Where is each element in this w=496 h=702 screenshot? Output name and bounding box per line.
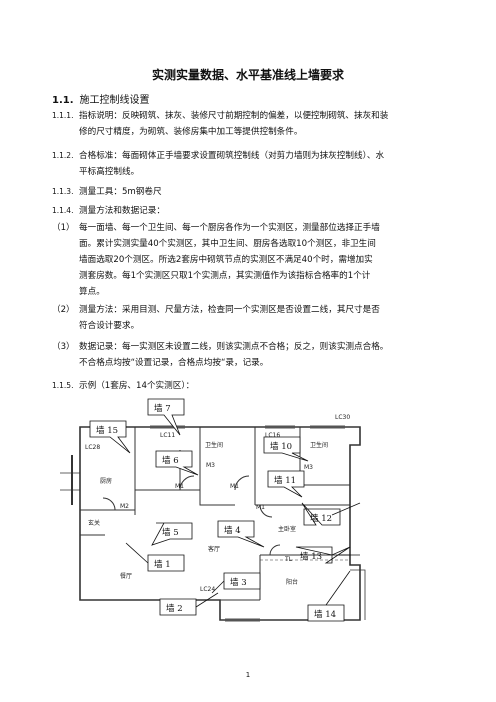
paragraph-2: （2） 测量方法：采用目测、尺量方法，检查同一个实测区是否设置二线，其尺寸是否 … [52,302,457,334]
callout-wall-6: 墙 6 [162,455,179,466]
callout-wall-11: 墙 11 [274,475,296,486]
callout-wall-2-box [159,598,197,616]
paragraph-line: 不合格点均按“设置记录，合格点均按“录，记录。 [79,358,269,368]
item-text: 合格标准：每面砌体正手墙要求设置砌筑控制线（对剪力墙则为抹灰控制线）、水 [79,151,385,161]
room-entrance: 玄关 [88,519,100,527]
paragraph-line: 数据记录：每一实测区未设置二线，则该实测点不合格；反之，则该实测点合格。 [79,342,389,352]
callout-wall-6-box [155,450,199,476]
room-kitchen: 厨房 [100,477,112,485]
callout-wall-4: 墙 4 [224,525,241,536]
room-master-bedroom: 主卧室 [278,525,296,533]
item-number: 1.1.3. [52,187,74,196]
callout-wall-3: 墙 3 [230,577,247,588]
door-m3-b: M3 [304,464,313,471]
paragraph-line: 面。累计实测实量40个实测区，其中卫生间、厨房各选取10个测区，非卫生间 [79,239,376,249]
callout-wall-10-box [263,436,309,462]
callout-wall-15-box [89,420,131,454]
paragraph-1: （1） 每一面墙、每一个卫生间、每一个厨房各作为一个实测区，测量部位选择正手墙 … [52,220,457,300]
room-lc11: LC11 [160,432,175,439]
item-1-1-2: 1.1.2. 合格标准：每面砌体正手墙要求设置砌筑控制线（对剪力墙则为抹灰控制线）… [52,148,452,180]
room-dining: 餐厅 [120,572,132,580]
callout-wall-4-box [217,520,265,548]
callout-wall-1-box [147,554,185,572]
room-lc24: LC24 [200,586,215,593]
callout-wall-7: 墙 7 [154,403,171,414]
item-text: 示例（1套房、14个实测区）： [79,381,195,391]
item-text-continued: 平标高控制线。 [79,167,140,177]
door-tl: TL [284,556,293,563]
paragraph-line: 每一面墙、每一个卫生间、每一个厨房各作为一个实测区，测量部位选择正手墙 [79,223,380,233]
room-lc30: LC30 [335,414,350,421]
paragraph-line: 测套房数。每1个实测区只取1个实测点，其实测值作为该指标合格率的1个计 [79,271,371,281]
callout-wall-12: 墙 12 [310,513,332,524]
door-m1-c: M1 [256,504,265,511]
paragraph-3: （3） 数据记录：每一实测区未设置二线，则该实测点不合格；反之，则该实测点合格。… [52,339,457,371]
item-1-1-4: 1.1.4. 测量方法和数据记录： [52,203,452,219]
room-bathroom-2: 卫生间 [310,441,328,449]
door-m2: M2 [120,503,129,510]
section-title: 施工控制线设置 [79,95,150,106]
paragraph-line: 测量方法：采用目测、尺量方法，检查同一个实测区是否设置二线，其尺寸是否 [79,305,380,315]
item-1-1-5: 1.1.5. 示例（1套房、14个实测区）： [52,378,452,394]
item-number: 1.1.4. [52,206,74,215]
document-title: 实测实量数据、水平基准线上墙要求 [151,68,344,82]
door-m1-a: M1 [175,483,184,490]
callout-wall-14: 墙 14 [314,609,336,620]
item-text-continued: 修的尺寸精度，为砌筑、装修房集中加工等提供控制条件。 [79,127,303,137]
section-number: 1.1. [52,95,74,106]
paragraph-line: 算点。 [79,287,105,297]
paragraph-number: （3） [52,342,75,352]
callout-wall-15: 墙 15 [96,425,118,436]
room-lc16: LC16 [265,432,280,439]
callout-wall-5-box [151,522,193,546]
callout-wall-3-box [223,572,261,590]
paragraph-line: 墙面选取20个测区。所选2套房中砌筑节点的实测区不满足40个时，需增加实 [79,255,373,265]
paragraph-line: 符合设计要求。 [79,321,140,331]
paragraph-number: （1） [52,223,75,233]
item-text: 测量方法和数据记录： [79,206,165,216]
room-balcony: 阳台 [286,578,298,586]
callout-wall-10: 墙 10 [270,441,292,452]
callout-wall-14-box [307,604,345,622]
item-number: 1.1.1. [52,111,74,120]
callout-wall-7-box [147,398,185,436]
callout-wall-1: 墙 1 [154,559,171,570]
floor-plan: LC11 LC16 LC30 LC28 LC24 卫生间 卫生间 厨房 玄关 餐… [60,398,366,622]
item-number: 1.1.2. [52,151,74,160]
item-text: 测量工具：5m钢卷尺 [79,187,162,197]
callout-wall-11-box [267,470,305,498]
door-m3-a: M3 [206,462,215,469]
callout-wall-13: 墙 13 [300,551,322,562]
callout-wall-5: 墙 5 [162,527,179,538]
item-number: 1.1.5. [52,381,74,390]
item-1-1-1: 1.1.1. 指标说明：反映砌筑、抹灰、装修尺寸前期控制的偏差，以便控制砌筑、抹灰… [52,108,452,140]
room-bathroom-1: 卫生间 [205,441,223,449]
page-number: 1 [245,671,251,679]
door-m1-b: M1 [230,483,239,490]
callout-wall-2: 墙 2 [166,603,183,614]
room-lc28: LC28 [85,444,100,451]
item-1-1-3: 1.1.3. 测量工具：5m钢卷尺 [52,184,452,200]
room-living: 客厅 [208,545,220,553]
paragraph-number: （2） [52,305,75,315]
section-heading: 1.1. 施工控制线设置 [52,91,150,106]
item-text: 指标说明：反映砌筑、抹灰、装修尺寸前期控制的偏差，以便控制砌筑、抹灰和装 [79,111,389,121]
